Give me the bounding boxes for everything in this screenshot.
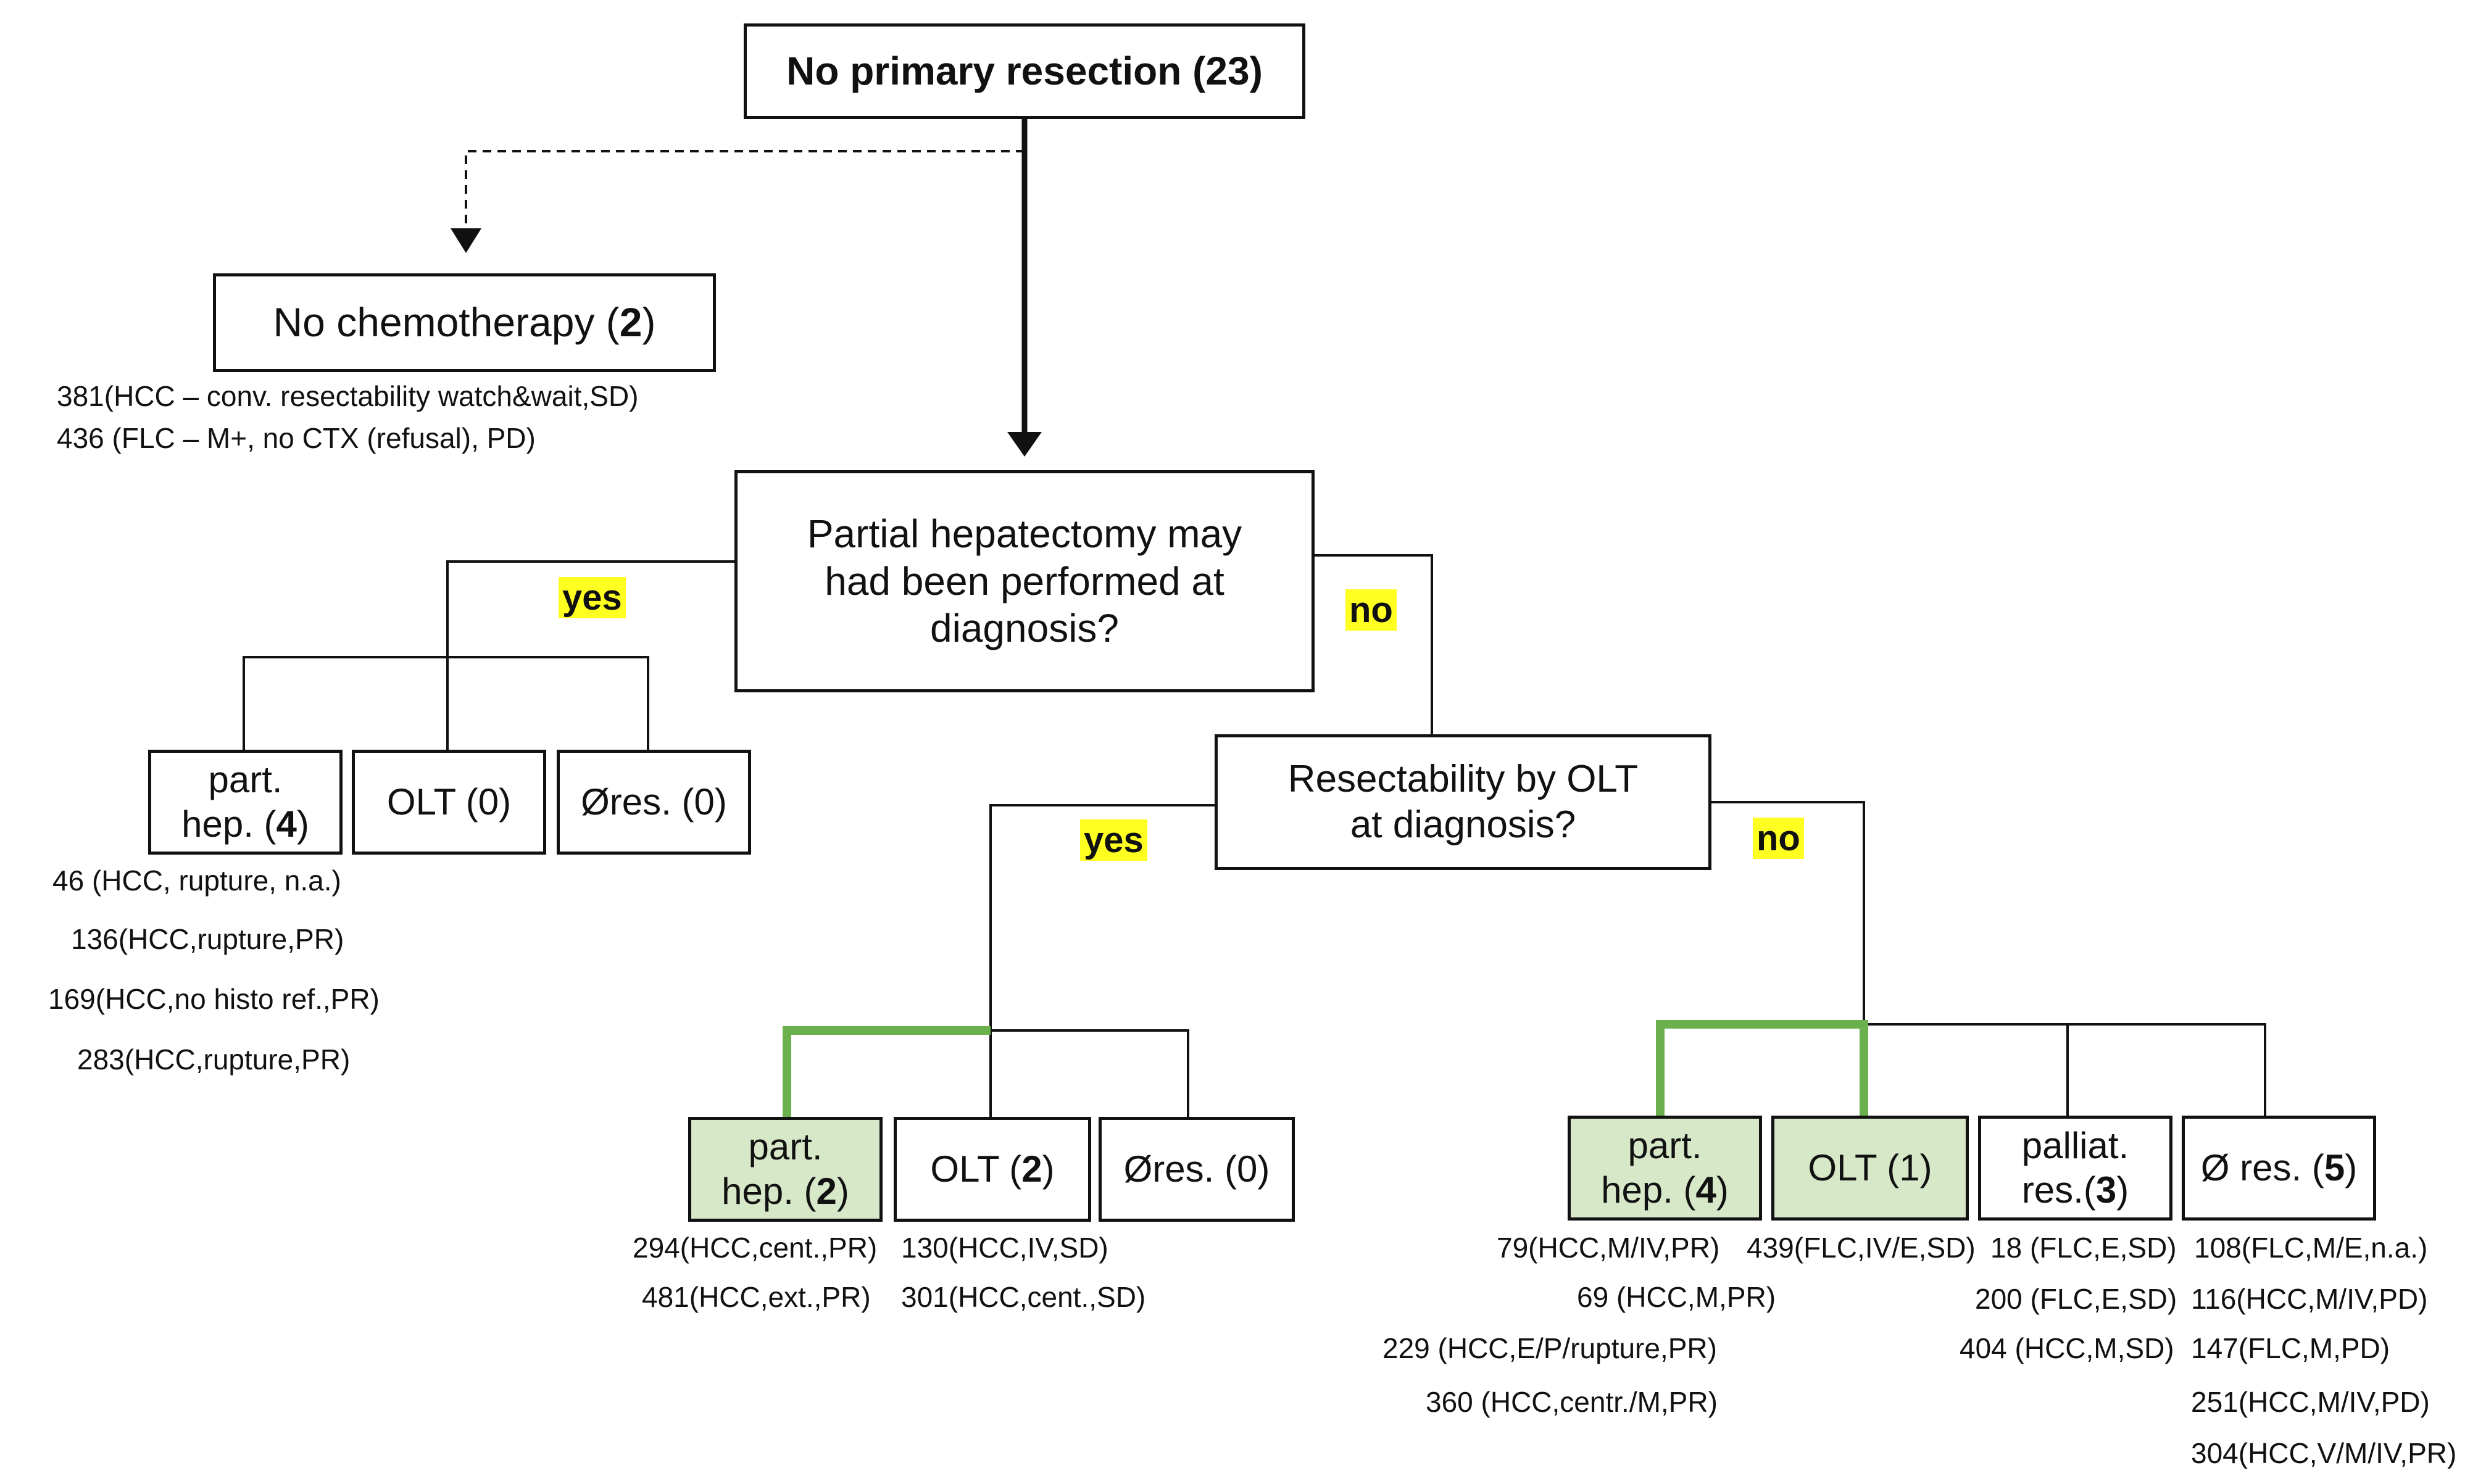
mid-part-hep-node: part. hep. (2) [688,1117,883,1222]
right-palliat-note-3: 404 (HCC,M,SD) [1960,1332,2174,1364]
left-note-2: 136(HCC,rupture,PR) [71,923,344,955]
right-no-res-node: Ø res. (5) [2182,1116,2376,1221]
right-palliat-node: palliat. res.(3) [1978,1116,2172,1221]
q2-no-label: no [1753,818,1804,859]
right-palliat-note-1: 18 (FLC,E,SD) [1990,1232,2177,1264]
left-note-1: 46 (HCC, rupture, n.a.) [52,864,341,897]
left-note-3: 169(HCC,no histo ref.,PR) [48,983,380,1015]
no-chemo-note-2: 436 (FLC – M+, no CTX (refusal), PD) [57,422,536,454]
right-green-line [1656,1020,1868,1117]
right-nores-note-1: 108(FLC,M/E,n.a.) [2194,1232,2428,1264]
right-parthep-note-4: 360 (HCC,centr./M,PR) [1426,1386,1718,1418]
mid-olt-node: OLT (2) [894,1117,1091,1222]
mid-olt-note-1: 130(HCC,IV,SD) [901,1232,1108,1264]
left-bracket [243,656,649,750]
mid-no-res-node: Øres. (0) [1099,1117,1295,1222]
right-part-hep-node: part. hep. (4) [1568,1116,1762,1221]
dashed-to-no-chemo [465,150,1025,234]
no-chemo-count: 2 [619,299,642,346]
q1-yes-label: yes [559,577,626,618]
right-parthep-note-3: 229 (HCC,E/P/rupture,PR) [1382,1332,1717,1364]
root-count: (23) [1192,49,1263,94]
q1-no-line [1312,554,1433,734]
q1-no-label: no [1345,589,1397,631]
left-part-hep-node: part. hep. (4) [148,750,343,855]
right-parthep-note-2: 69 (HCC,M,PR) [1577,1281,1776,1313]
mid-parthep-note-2: 481(HCC,ext.,PR) [642,1281,871,1313]
left-note-4: 283(HCC,rupture,PR) [77,1043,351,1076]
q2-yes-line [989,804,1216,1030]
right-palliat-note-2: 200 (FLC,E,SD) [1975,1283,2177,1315]
root-label: No primary resection [786,49,1182,94]
right-nores-note-5: 304(HCC,V/M/IV,PR) [2191,1437,2457,1469]
mid-green-line [783,1026,991,1117]
right-nores-note-2: 116(HCC,M/IV,PD) [2191,1283,2428,1315]
left-no-res-node: Øres. (0) [557,750,751,855]
no-chemo-node: No chemotherapy (2) [213,273,716,372]
root-node: No primary resection (23) [744,23,1305,119]
root-arrowhead [1007,432,1042,457]
right-bracket [1864,1023,2266,1117]
question-resectability-olt: Resectability by OLT at diagnosis? [1215,734,1711,870]
right-nores-note-4: 251(HCC,M/IV,PD) [2191,1386,2430,1418]
no-chemo-label: No chemotherapy [273,299,595,346]
mid-bracket-right [991,1029,1189,1117]
right-olt-note-1: 439(FLC,IV/E,SD) [1747,1232,1976,1264]
left-olt-node: OLT (0) [352,750,546,855]
question-partial-hepatectomy: Partial hepatectomy may had been perform… [734,470,1315,692]
dashed-arrowhead [451,228,481,253]
right-nores-note-3: 147(FLC,M,PD) [2191,1332,2390,1364]
no-chemo-note-1: 381(HCC – conv. resectability watch&wait… [57,380,639,412]
right-olt-node: OLT (1) [1771,1116,1969,1221]
q2-yes-label: yes [1080,819,1147,861]
q2-no-line [1710,801,1865,1024]
mid-parthep-note-1: 294(HCC,cent.,PR) [633,1232,878,1264]
mid-olt-note-2: 301(HCC,cent.,SD) [901,1281,1146,1313]
right-parthep-note-1: 79(HCC,M/IV,PR) [1497,1232,1720,1264]
